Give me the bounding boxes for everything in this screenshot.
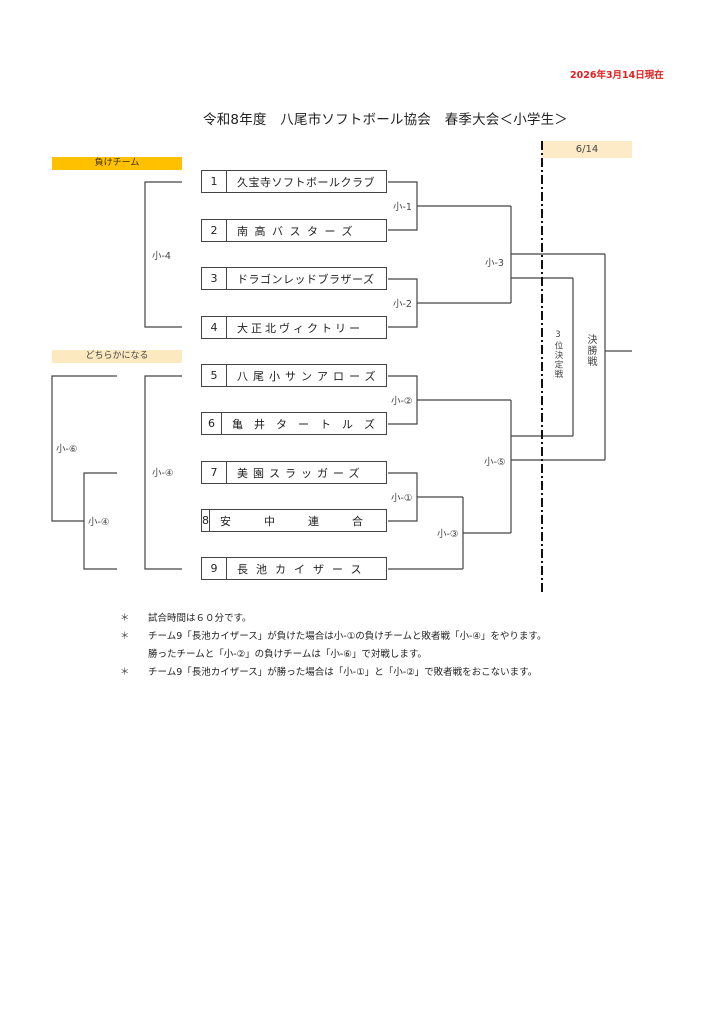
note-text: チーム9「長池カイザース」が負けた場合は小-①の負けチームと敗者戦「小-④」をや… (148, 631, 547, 642)
team-box-1: 1 久宝寺ソフトボールクラブ (201, 170, 387, 193)
legend-loser-team: 負けチーム (52, 157, 182, 170)
match-label-mc2: 小-② (390, 393, 414, 407)
team-number: 6 (202, 413, 222, 434)
team-box-2: 2 南高バスターズ (201, 219, 387, 242)
page-title: 令和8年度 八尾市ソフトボール協会 春季大会＜小学生＞ (203, 112, 568, 128)
match-label-mc3: 小-③ (436, 526, 460, 540)
match-label-m1: 小-1 (392, 199, 413, 213)
as-of-date: 2026年3月14日現在 (570, 70, 664, 81)
team-name: 大正北ヴィクトリー (237, 321, 363, 335)
team-box-7: 7 美園スラッガーズ (201, 461, 387, 484)
third-place-label: 3位決定戦 (553, 330, 563, 379)
team-box-6: 6 亀井タートルズ (201, 412, 387, 435)
match-label-m4-left: 小-4 (151, 248, 172, 262)
team-box-8: 8 安中連合 (201, 509, 387, 532)
bracket-mc6 (51, 375, 117, 522)
legend-either: どちらかになる (52, 350, 182, 363)
team-box-5: 5 八尾小サンアローズ (201, 364, 387, 387)
championship-label: 決勝戦 (585, 334, 596, 367)
team-box-9: 9 長池カイザース (201, 557, 387, 580)
team-name: ドラゴンレッドブラザーズ (237, 272, 375, 286)
team-name: 亀井タートルズ (232, 417, 386, 431)
match-label-mc4-far: 小-④ (87, 514, 111, 528)
team-number: 8 (202, 510, 210, 531)
team-box-4: 4 大正北ヴィクトリー (201, 316, 387, 339)
bracket-m4-left (144, 181, 182, 328)
team-name: 美園スラッガーズ (237, 466, 365, 480)
team-number: 3 (202, 268, 227, 289)
notes-section: ＊ 試合時間は６０分です。 ＊ チーム9「長池カイザース」が負けた場合は小-①の… (120, 608, 546, 680)
team-number: 9 (202, 558, 227, 579)
match-label-mc4-left: 小-④ (151, 465, 175, 479)
note-text: 試合時間は６０分です。 (148, 613, 252, 624)
team-name: 八尾小サンアローズ (237, 369, 381, 383)
match-label-mc6: 小-⑥ (55, 441, 79, 455)
team-number: 1 (202, 171, 227, 192)
note-text: 勝ったチームと「小-②」の負けチームは「小-⑥」で対戦します。 (148, 649, 427, 660)
note-bullet: ＊ (120, 667, 130, 678)
date-column-header: 6/14 (542, 141, 632, 158)
note-item: ＊ チーム9「長池カイザース」が負けた場合は小-①の負けチームと敗者戦「小-④」… (120, 626, 546, 644)
match-label-m2: 小-2 (392, 296, 413, 310)
bracket-mc4-far (83, 472, 117, 570)
note-bullet: ＊ (120, 631, 130, 642)
match-label-mc1: 小-① (390, 490, 414, 504)
team-name: 久宝寺ソフトボールクラブ (237, 175, 375, 189)
team-number: 7 (202, 462, 227, 483)
team-box-3: 3 ドラゴンレッドブラザーズ (201, 267, 387, 290)
note-item: 勝ったチームと「小-②」の負けチームは「小-⑥」で対戦します。 (120, 644, 546, 662)
team-name: 安中連合 (220, 514, 396, 528)
note-item: ＊ チーム9「長池カイザース」が勝った場合は「小-①」と「小-②」で敗者戦をおこ… (120, 662, 546, 680)
note-text: チーム9「長池カイザース」が勝った場合は「小-①」と「小-②」で敗者戦をおこない… (148, 667, 538, 678)
match-label-m3: 小-3 (484, 255, 505, 269)
team-number: 5 (202, 365, 227, 386)
note-item: ＊ 試合時間は６０分です。 (120, 608, 546, 626)
bracket-mc4-left (144, 375, 182, 570)
team-name: 長池カイザース (237, 562, 370, 576)
team-number: 2 (202, 220, 227, 241)
note-bullet: ＊ (120, 613, 130, 624)
team-name: 南高バスターズ (237, 224, 359, 238)
team-number: 4 (202, 317, 227, 338)
faint-mark (186, 183, 192, 190)
match-label-mc5: 小-⑤ (483, 454, 507, 468)
